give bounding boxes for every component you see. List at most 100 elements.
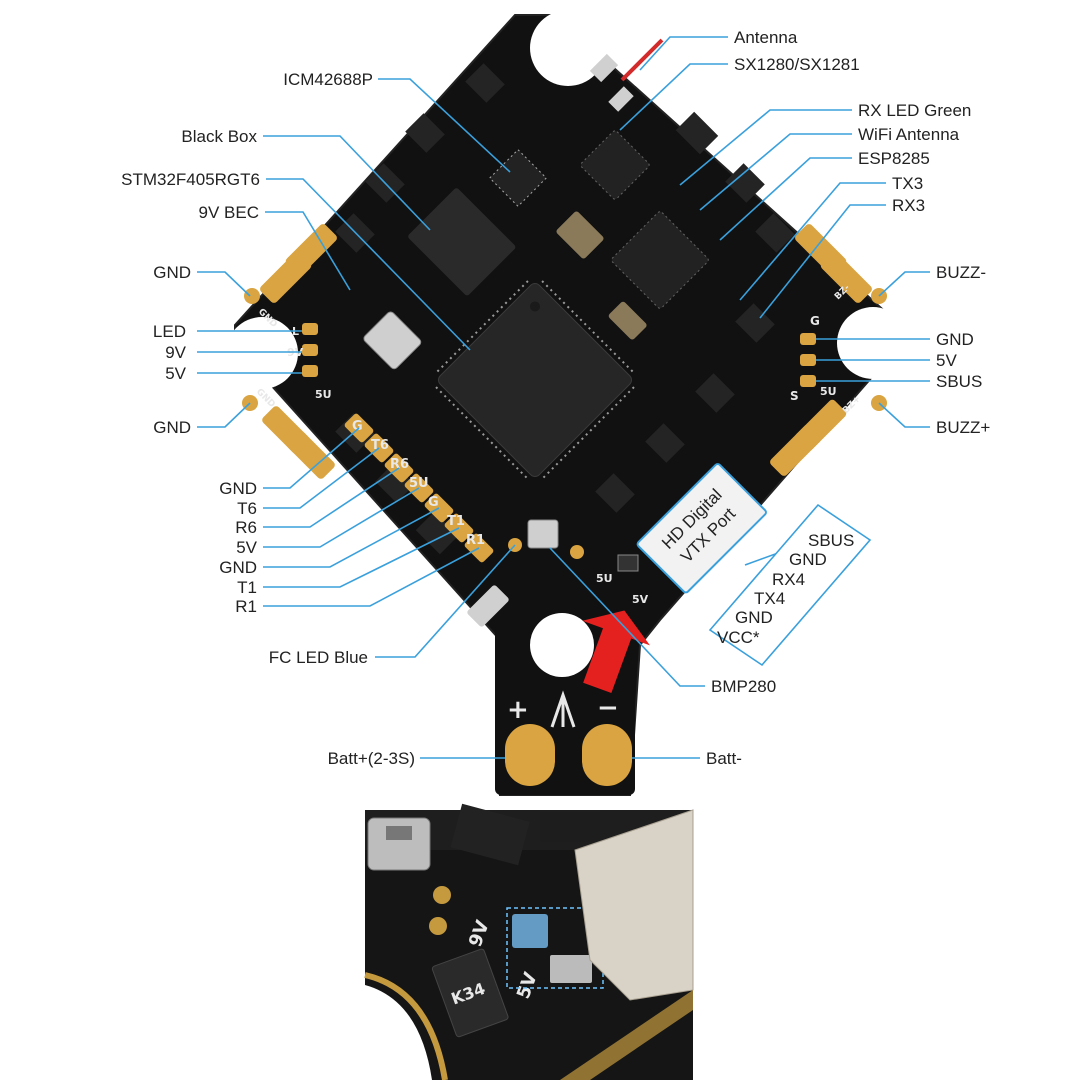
label-rx-led-green: RX LED Green <box>858 101 971 120</box>
photo-bmp280 <box>367 817 431 871</box>
silk-5u: 5U <box>409 476 429 491</box>
silk-g-a: G <box>352 419 363 434</box>
crystal <box>556 211 604 259</box>
label-buzz-plus: BUZZ+ <box>936 418 990 437</box>
label-r6: R6 <box>235 518 257 537</box>
label-5v-uart: 5V <box>236 538 257 557</box>
black-box-chip <box>408 188 516 296</box>
bmp280-sensor <box>527 519 559 549</box>
silk-r1: R1 <box>466 533 485 548</box>
pad-sbus-right[interactable] <box>800 375 816 387</box>
silk-t1: T1 <box>447 514 465 529</box>
labels-left: ICM42688P Black Box STM32F405RGT6 9V BEC… <box>121 70 415 768</box>
silk-t6: T6 <box>371 438 389 453</box>
photo-jumper-9v <box>512 914 548 948</box>
label-black-box: Black Box <box>181 127 257 146</box>
pads-left-led-9v-5v <box>302 323 318 377</box>
arrow-forward-icon <box>550 690 576 728</box>
pads-upper-left <box>260 224 337 303</box>
leader-lines-right <box>549 36 930 759</box>
pad-led[interactable] <box>302 323 318 335</box>
photo-diode: K34 <box>431 948 509 1038</box>
label-5v-right: 5V <box>936 351 957 370</box>
silk-fc-5u: 5U <box>596 572 613 585</box>
silk-gnd-left-bottom: GND <box>254 387 277 410</box>
silk-g-b: G <box>428 495 439 510</box>
icm-gyro-chip <box>489 149 547 207</box>
silk-s-right: S <box>790 389 799 403</box>
batt-plus-pad[interactable] <box>505 724 555 786</box>
mount-hole-left <box>226 317 298 389</box>
photo-connector <box>574 809 694 1001</box>
label-icm42688p: ICM42688P <box>283 70 373 89</box>
label-batt-minus: Batt- <box>706 749 742 768</box>
label-buzz-minus: BUZZ- <box>936 263 986 282</box>
silk-5u-right: 5U <box>820 385 837 398</box>
vtx-pin-sbus: SBUS <box>808 531 854 550</box>
photo-pad-2 <box>429 917 447 935</box>
label-fc-led-blue: FC LED Blue <box>269 648 368 667</box>
vtx-pin-rx4: RX4 <box>772 570 805 589</box>
antenna-connector <box>589 38 664 112</box>
label-tx3: TX3 <box>892 174 923 193</box>
sx128x-chip <box>580 130 650 200</box>
label-5v-left: 5V <box>165 364 186 383</box>
esp8285-chip <box>611 211 709 309</box>
label-stm32: STM32F405RGT6 <box>121 170 260 189</box>
vtx-pin-gnd-1: GND <box>789 550 827 569</box>
diode <box>467 585 509 627</box>
label-rx3: RX3 <box>892 196 925 215</box>
bec-inductor <box>363 311 422 370</box>
vtx-pin-vcc: VCC* <box>717 628 760 647</box>
photo-jumper-5v <box>550 955 592 983</box>
label-sx1280: SX1280/SX1281 <box>734 55 860 74</box>
label-r1: R1 <box>235 597 257 616</box>
label-gnd-left-1: GND <box>153 263 191 282</box>
silk-g-right: G <box>810 314 820 328</box>
label-gnd-right: GND <box>936 330 974 349</box>
silk-fc-5v: 5V <box>632 593 649 606</box>
label-esp8285: ESP8285 <box>858 149 930 168</box>
pcb-board: HD Digital VTX Port <box>226 10 909 796</box>
label-led: LED <box>153 322 186 341</box>
pad-small <box>570 545 584 559</box>
pad-5v-right[interactable] <box>800 354 816 366</box>
label-bmp280: BMP280 <box>711 677 776 696</box>
photo-mount-hole <box>365 985 432 1080</box>
label-antenna: Antenna <box>734 28 798 47</box>
closeup-photo: 9V 5V K34 <box>364 803 694 1080</box>
crystal-2 <box>608 301 647 340</box>
pad-gnd-right[interactable] <box>800 333 816 345</box>
label-gnd-left-2: GND <box>153 418 191 437</box>
label-sbus-right: SBUS <box>936 372 982 391</box>
label-gnd-uart-1: GND <box>219 479 257 498</box>
vtx-pin-gnd-2: GND <box>735 608 773 627</box>
red-arrow-icon <box>582 610 650 694</box>
silk-r6: R6 <box>390 457 409 472</box>
pads-lower-left <box>262 406 335 479</box>
pad-9v[interactable] <box>302 344 318 356</box>
label-gnd-uart-2: GND <box>219 558 257 577</box>
mount-hole-top <box>530 10 606 86</box>
label-t1: T1 <box>237 578 257 597</box>
pad-5v[interactable] <box>302 365 318 377</box>
silk-plus: + <box>507 695 529 725</box>
photo-chip <box>450 803 530 866</box>
silk-minus: − <box>597 693 619 723</box>
mount-hole-bottom <box>530 613 594 677</box>
voltage-jumper[interactable] <box>617 554 639 572</box>
mount-hole-right <box>837 307 909 379</box>
label-batt-plus: Batt+(2-3S) <box>328 749 415 768</box>
stm32-mcu <box>435 280 635 480</box>
label-9v: 9V <box>165 343 186 362</box>
pads-right <box>770 224 872 476</box>
vtx-pin-tx4: TX4 <box>754 589 785 608</box>
vtx-pin-box: SBUS GND RX4 TX4 GND VCC* <box>708 503 872 667</box>
label-t6: T6 <box>237 499 257 518</box>
pad-gnd-left-top[interactable] <box>244 288 260 304</box>
photo-pad-1 <box>433 886 451 904</box>
silk-5u-left: 5U <box>315 388 332 401</box>
batt-minus-pad[interactable] <box>582 724 632 786</box>
label-wifi-antenna: WiFi Antenna <box>858 125 960 144</box>
